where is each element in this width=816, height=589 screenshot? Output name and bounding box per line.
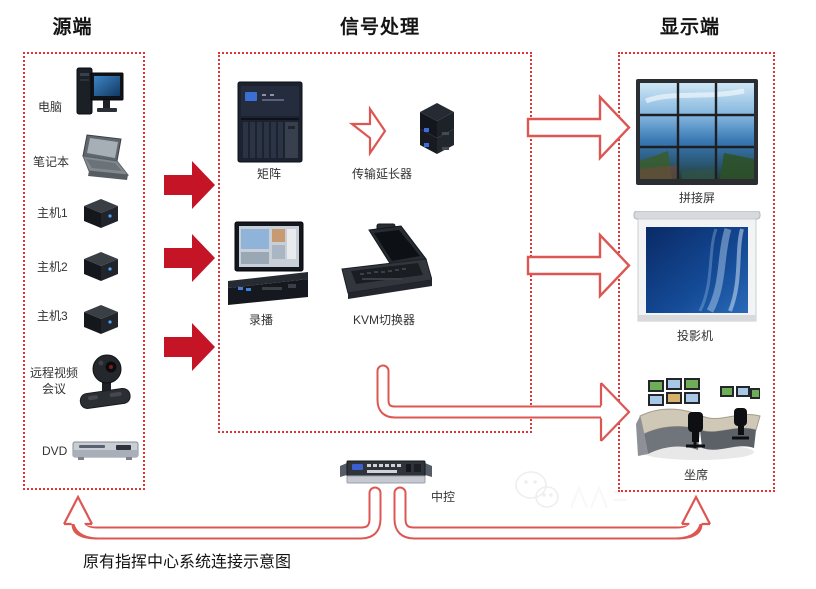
source-item-host1-label: 主机1 (37, 206, 68, 220)
processing-item-recorder-label: 录播 (248, 313, 273, 327)
central-control-label: 中控 (431, 490, 456, 504)
dvd-player-icon (72, 441, 139, 460)
desktop-computer-icon (76, 67, 124, 115)
video-conference-camera-icon (79, 354, 131, 409)
kvm-switcher-icon (341, 223, 432, 299)
control-to-source-pipe (63, 486, 382, 540)
video-wall-icon (636, 79, 758, 185)
display-item-projector-label: 投影机 (676, 329, 713, 343)
processing-to-wall-arrow (526, 93, 631, 162)
laptop-icon (82, 134, 130, 180)
matrix-switcher-icon (237, 81, 303, 163)
central-control-unit-icon (340, 460, 432, 484)
recorder-icon (228, 221, 308, 305)
processing-item-matrix-label: 矩阵 (256, 167, 281, 181)
display-item-video-wall-label: 拼接屏 (678, 191, 715, 205)
source-group-box (23, 52, 145, 490)
transmission-extender-icon (420, 103, 454, 154)
source-item-host3-label: 主机3 (37, 309, 68, 323)
source-item-video-conference-label: 远程视频会议 (29, 366, 78, 396)
source-item-computer-label: 电脑 (38, 100, 63, 114)
diagram-caption: 原有指挥中心系统连接示意图 (83, 554, 292, 571)
processing-item-kvm-label: KVM切换器 (352, 313, 415, 327)
source-item-laptop-label: 笔记本 (33, 155, 70, 169)
display-item-seats-label: 坐席 (683, 468, 708, 482)
display-column-title: 显示端 (659, 17, 720, 38)
watermark (515, 471, 627, 509)
source-item-dvd-label: DVD (42, 444, 68, 458)
host-box-2-icon (84, 252, 118, 281)
processing-item-extender-label: 传输延长器 (351, 167, 412, 181)
solid-flow-arrows (164, 161, 215, 371)
projector-screen-icon (633, 211, 761, 322)
source-item-host2-label: 主机2 (37, 260, 68, 274)
host-box-3-icon (84, 305, 118, 334)
source-column-title: 源端 (52, 17, 93, 38)
processing-column-title: 信号处理 (339, 17, 420, 38)
operator-seats-icon (636, 378, 761, 460)
processing-to-projector-arrow (526, 231, 631, 300)
host-box-1-icon (84, 199, 118, 228)
